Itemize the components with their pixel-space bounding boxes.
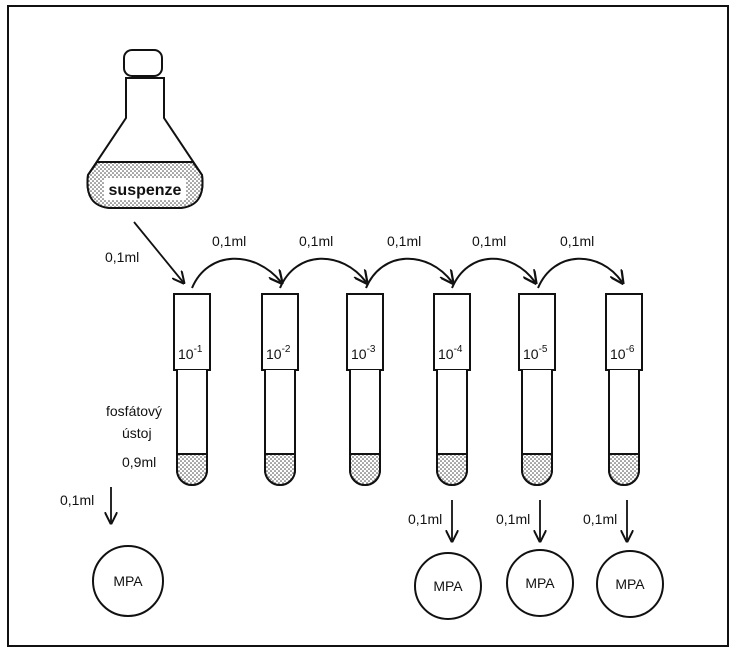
tube-dilution: 10-1 (178, 344, 203, 362)
tube-liquid (176, 453, 208, 486)
transfer-label: 0,1ml (387, 233, 421, 249)
plate-label: MPA (433, 578, 463, 594)
transfer-arrow (537, 257, 622, 289)
tube: 10-6 (605, 293, 643, 486)
plating-volume: 0,1ml (408, 511, 442, 527)
buffer-annotation: fosfátový ústoj 0,9ml (106, 403, 162, 470)
transfer-label: 0,1ml (212, 233, 246, 249)
buffer-volume: 0,9ml (122, 454, 156, 470)
tube-cap (518, 293, 556, 371)
tube-cap (173, 293, 211, 371)
tube-cap (346, 293, 384, 371)
tube: 10-2 (261, 293, 299, 486)
tube-cap (605, 293, 643, 371)
plating-volume: 0,1ml (496, 511, 530, 527)
tube-liquid (521, 453, 553, 486)
plate-label: MPA (525, 575, 555, 591)
plating-volume: 0,1ml (583, 511, 617, 527)
flask-stopper (123, 49, 163, 77)
plate-label: MPA (615, 576, 645, 592)
tube-liquid (608, 453, 640, 486)
tube-liquid (264, 453, 296, 486)
tube-dilution: 10-4 (438, 344, 463, 362)
initial-transfer-arrow (133, 221, 183, 282)
tube: 10-3 (346, 293, 384, 486)
petri-dish (506, 549, 574, 617)
flask-label: suspenze (109, 182, 182, 199)
tube-cap (261, 293, 299, 371)
plate-label: MPA (113, 573, 143, 589)
tube: 10-5 (518, 293, 556, 486)
plating-step: 0,1ml MPA (583, 500, 664, 618)
petri-dish (596, 550, 664, 618)
tube-liquid (349, 453, 381, 486)
flask: suspenze (86, 49, 204, 209)
transfer-arrow (365, 257, 452, 289)
transfer-label: 0,1ml (299, 233, 333, 249)
initial-transfer-label: 0,1ml (105, 249, 139, 265)
buffer-label-line1: fosfátový (106, 403, 162, 419)
tube-dilution: 10-2 (266, 344, 291, 362)
initial-transfer: 0,1ml (105, 221, 183, 282)
plating-volume: 0,1ml (60, 492, 94, 508)
transfer-label: 0,1ml (472, 233, 506, 249)
plating-step: 0,1ml MPA (408, 500, 482, 620)
buffer-label-line2: ústoj (122, 425, 152, 441)
tube-liquid (436, 453, 468, 486)
tube: 10-4 (433, 293, 471, 486)
transfer-arrows: 0,1ml 0,1ml 0,1ml 0,1ml 0,1ml (191, 233, 622, 289)
tube-dilution: 10-6 (610, 344, 635, 362)
transfer-arrow (451, 257, 535, 289)
transfer-arrow (191, 257, 281, 289)
plating-step: 0,1ml MPA (60, 487, 164, 617)
outer-frame (7, 5, 729, 647)
plating-step: 0,1ml MPA (496, 500, 574, 617)
petri-dish (92, 545, 164, 617)
flask-label-bg (104, 178, 186, 200)
tube: 10-1 (173, 293, 211, 486)
tube-dilution: 10-5 (523, 344, 548, 362)
transfer-arrow (279, 257, 366, 289)
petri-dish (414, 552, 482, 620)
transfer-label: 0,1ml (560, 233, 594, 249)
tube-dilution: 10-3 (351, 344, 376, 362)
